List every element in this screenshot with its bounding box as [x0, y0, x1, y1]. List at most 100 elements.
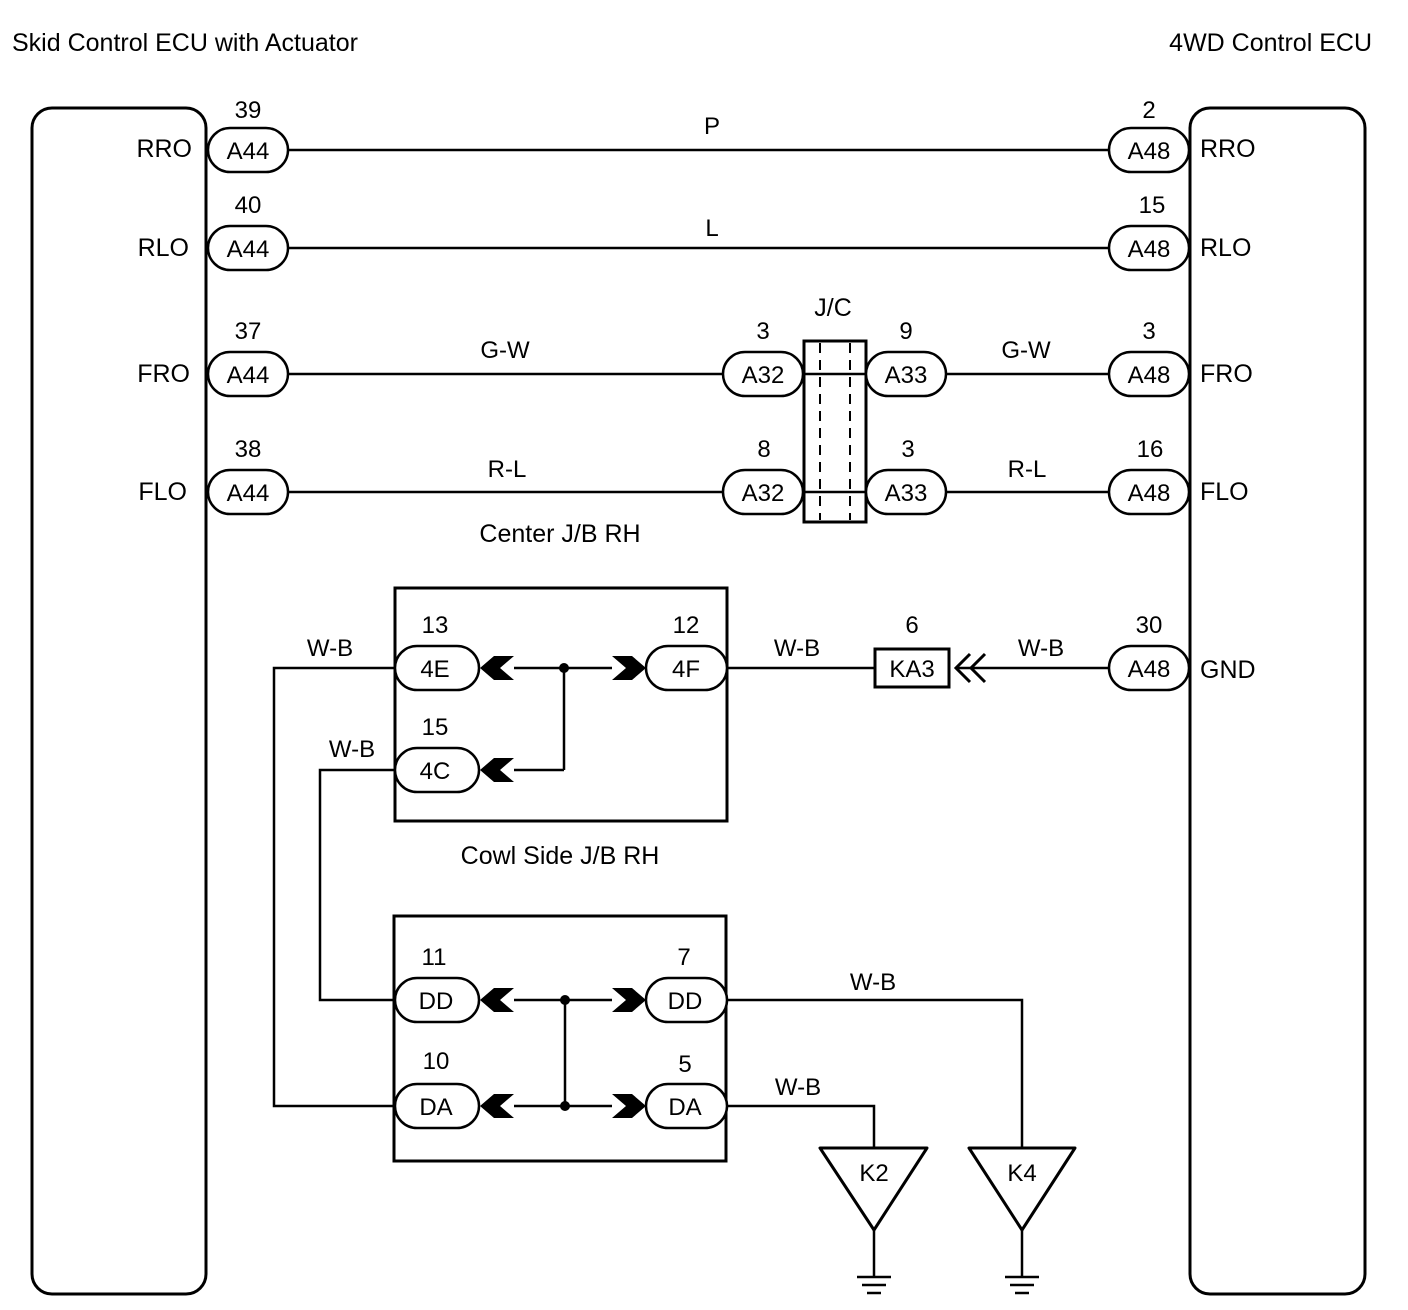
- chevron-connector-icon: [480, 1094, 514, 1118]
- pin-label: 3: [1142, 318, 1155, 345]
- connector-a48-flo: [1107, 468, 1191, 516]
- wire-color-label: G-W: [480, 337, 530, 364]
- cowl-side-jb-box: [393, 586, 729, 823]
- pin-label: 16: [1137, 436, 1164, 463]
- chevron-connector-icon: [480, 656, 514, 680]
- wire-color-label: G-W: [1001, 337, 1051, 364]
- connector-a48-rlo: [1107, 224, 1191, 272]
- pin-label: 38: [235, 436, 262, 463]
- connector-label: A48: [1128, 480, 1171, 507]
- connector-label: KA3: [889, 656, 934, 683]
- left-terminal-fro: FRO: [137, 360, 190, 388]
- pin-label: 39: [235, 97, 262, 124]
- connector-label: A32: [742, 362, 785, 389]
- pin-label: 8: [757, 436, 770, 463]
- ground-symbol-icon: [857, 1275, 891, 1295]
- left-terminal-rlo: RLO: [138, 234, 189, 262]
- pin-label: 13: [422, 612, 449, 639]
- pin-label: 3: [756, 318, 769, 345]
- chevron-connector-icon: [612, 988, 646, 1012]
- connector-a32-flo: [721, 468, 805, 516]
- connector-a33-fro: [864, 350, 948, 398]
- wire-4c-to-dd: [318, 768, 395, 1002]
- ground-point-label: K2: [859, 1160, 888, 1187]
- connector-label: A48: [1128, 656, 1171, 683]
- jc-label: J/C: [814, 294, 852, 322]
- center-jb-caption: Center J/B RH: [479, 520, 640, 548]
- connector-label: 4C: [420, 758, 451, 785]
- connector-da-in: [393, 1082, 481, 1130]
- pin-label: 6: [905, 612, 918, 639]
- wire-color-label: R-L: [488, 456, 527, 483]
- ground-point-k4: [967, 1146, 1077, 1232]
- connector-label: A44: [227, 480, 270, 507]
- pin-label: 2: [1142, 97, 1155, 124]
- right-terminal-rlo: RLO: [1200, 234, 1251, 262]
- connector-a48-rro: [1107, 126, 1191, 174]
- right-terminal-gnd: GND: [1200, 656, 1256, 684]
- connector-label: A32: [742, 480, 785, 507]
- connector-label: A44: [227, 362, 270, 389]
- pin-label: 37: [235, 318, 262, 345]
- connector-label: DD: [419, 988, 454, 1015]
- wire-color-label: W-B: [1018, 635, 1064, 662]
- left-ecu-title: Skid Control ECU with Actuator: [12, 29, 358, 57]
- wire-color-label: L: [705, 215, 718, 242]
- connector-a44-flo: [206, 468, 290, 516]
- wire-dd-k4: [727, 998, 1024, 1148]
- connector-label: A48: [1128, 236, 1171, 263]
- ground-point-k2: [818, 1146, 929, 1232]
- pin-label: 40: [235, 192, 262, 219]
- connector-label: A48: [1128, 138, 1171, 165]
- pin-label: 15: [1139, 192, 1166, 219]
- ground-jb-box: [392, 914, 728, 1163]
- connector-a44-rro: [206, 126, 290, 174]
- connector-a48-fro: [1107, 350, 1191, 398]
- pin-label: 5: [678, 1051, 691, 1078]
- splice-dot: [559, 663, 569, 673]
- chevron-connector-icon: [480, 988, 514, 1012]
- connector-a48-gnd: [1107, 644, 1191, 692]
- pin-label: 7: [677, 944, 690, 971]
- connector-label: 4F: [672, 656, 700, 683]
- pin-label: 11: [422, 944, 447, 971]
- pin-label: 15: [422, 714, 449, 741]
- connector-label: A48: [1128, 362, 1171, 389]
- wire-color-label: W-B: [775, 1074, 821, 1101]
- splice-dot: [560, 995, 570, 1005]
- right-terminal-fro: FRO: [1200, 360, 1253, 388]
- pin-label: 9: [899, 318, 912, 345]
- ground-point-label: K4: [1007, 1160, 1036, 1187]
- cowl-jb-caption: Cowl Side J/B RH: [461, 842, 660, 870]
- connector-a32-fro: [721, 350, 805, 398]
- wire-color-label: P: [704, 113, 720, 140]
- connector-label: DD: [668, 988, 703, 1015]
- connector-label: 4E: [420, 656, 449, 683]
- right-terminal-rro: RRO: [1200, 135, 1256, 163]
- chevron-connector-icon: [612, 1094, 646, 1118]
- wire-color-label: W-B: [850, 969, 896, 996]
- pin-label: 3: [901, 436, 914, 463]
- connector-a44-fro: [206, 350, 290, 398]
- right-ecu-body: [1188, 106, 1367, 1296]
- ground-symbol-icon: [1005, 1275, 1039, 1295]
- pin-label: 30: [1136, 612, 1163, 639]
- left-terminal-flo: FLO: [138, 478, 187, 506]
- junction-connector: [802, 339, 868, 524]
- wire-color-label: W-B: [307, 635, 353, 662]
- connector-label: A33: [885, 362, 928, 389]
- pin-label: 12: [673, 612, 700, 639]
- wire-4e-to-da: [272, 666, 395, 1108]
- left-ecu-body: [30, 106, 208, 1296]
- connector-a33-flo: [864, 468, 948, 516]
- wire-da-k2: [727, 1104, 876, 1148]
- connector-label: A33: [885, 480, 928, 507]
- chevron-connector-icon: [612, 656, 646, 680]
- connector-ka3: [873, 647, 951, 689]
- left-terminal-rro: RRO: [136, 135, 192, 163]
- connector-label: DA: [668, 1094, 701, 1121]
- connector-label: A44: [227, 236, 270, 263]
- splice-dot: [560, 1101, 570, 1111]
- connector-label: DA: [419, 1094, 452, 1121]
